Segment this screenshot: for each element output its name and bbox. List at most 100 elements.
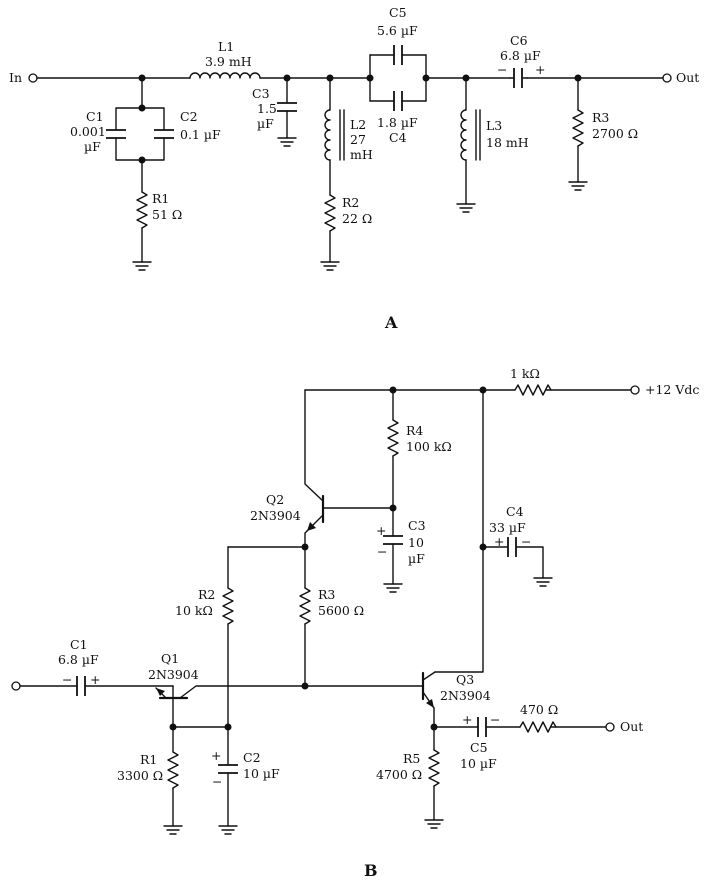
b-c4-name: C4	[506, 504, 524, 519]
a-l3-name: L3	[486, 118, 502, 133]
b-c2-value: 10 µF	[243, 766, 280, 781]
b-r5-value: 4700 Ω	[376, 767, 422, 782]
a-c2-name: C2	[180, 109, 198, 124]
b-r1-resistor	[167, 751, 179, 789]
b-q2-name: Q2	[266, 492, 284, 507]
a-r1-name: R1	[152, 191, 169, 206]
b-c5-value: 10 µF	[460, 756, 497, 771]
b-c4-capacitor	[507, 537, 517, 557]
a-l1-name: L1	[218, 39, 234, 54]
b-c3-value-2: µF	[408, 551, 425, 566]
b-r2-resistor	[222, 587, 234, 625]
a-l1-inductor	[189, 72, 261, 79]
a-c5-capacitor	[393, 45, 403, 65]
a-c6-name: C6	[510, 33, 528, 48]
b-q1-name: Q1	[161, 651, 179, 666]
panel-a: In L1 3.9 mH Out C1 0	[9, 5, 699, 332]
b-r3-resistor	[299, 587, 311, 625]
a-c1-name: C1	[86, 109, 104, 124]
b-r-out-value: 470 Ω	[520, 702, 558, 717]
b-c4-wires	[482, 546, 544, 579]
a-l2-value-1: 27	[350, 132, 366, 147]
b-r2-value: 10 kΩ	[175, 603, 213, 618]
b-ground-c3	[383, 583, 403, 593]
a-l2-value-2: mH	[350, 147, 373, 162]
b-ground-c4	[533, 577, 553, 587]
b-c2-name: C2	[243, 750, 261, 765]
b-r3-name: R3	[318, 587, 335, 602]
b-r5-name: R5	[403, 751, 420, 766]
a-c3-value-1: 1.5	[257, 101, 277, 116]
a-c6-plus: +	[535, 62, 545, 77]
a-ground-2	[277, 137, 297, 147]
a-r2-resistor	[324, 194, 336, 232]
a-l1-value: 3.9 mH	[205, 54, 252, 69]
b-panel-label: B	[364, 861, 378, 880]
a-c5-name: C5	[389, 5, 407, 20]
b-c1-name: C1	[70, 637, 88, 652]
a-r3-value: 2700 Ω	[592, 126, 638, 141]
a-c12-wires	[115, 107, 165, 161]
b-c2-plus: +	[211, 748, 221, 763]
b-c3-capacitor	[383, 535, 403, 545]
a-c4-capacitor	[393, 91, 403, 111]
b-right-rail	[434, 389, 484, 673]
b-input-terminal[interactable]	[11, 681, 21, 691]
a-input-label: In	[9, 70, 22, 85]
a-input-terminal[interactable]	[28, 73, 38, 83]
b-r-out-resistor	[519, 721, 557, 733]
b-r1-value: 3300 Ω	[117, 768, 163, 783]
b-c1-capacitor	[76, 676, 86, 696]
a-r3-name: R3	[592, 110, 609, 125]
b-ground-r1	[163, 825, 183, 835]
b-supply-label: +12 Vdc	[645, 382, 699, 397]
a-output-terminal[interactable]	[662, 73, 672, 83]
panel-b: 1 kΩ +12 Vdc R4 100 kΩ Q2 2N3904 +	[11, 366, 699, 880]
a-c6-capacitor	[509, 68, 528, 88]
b-c5-plus: +	[462, 712, 472, 727]
b-r4-value: 100 kΩ	[406, 439, 452, 454]
a-r2-value: 22 Ω	[342, 211, 372, 226]
a-c2-value: 0.1 µF	[180, 127, 221, 142]
a-c4-name: C4	[389, 130, 407, 145]
a-output-label: Out	[676, 70, 699, 85]
a-l3-value: 18 mH	[486, 135, 529, 150]
a-c4-value: 1.8 µF	[377, 115, 418, 130]
b-q1-part: 2N3904	[148, 667, 199, 682]
a-ground-3	[320, 261, 340, 271]
a-c3-value-2: µF	[257, 116, 274, 131]
a-c1-value-2: µF	[84, 139, 101, 154]
b-supply-terminal[interactable]	[630, 385, 640, 395]
b-c3-value-1: 10	[408, 535, 424, 550]
b-r1-name: R1	[140, 752, 157, 767]
a-c1-value-1: 0.001	[70, 124, 106, 139]
b-r5-resistor	[428, 749, 440, 787]
b-q2-part: 2N3904	[250, 508, 301, 523]
a-l2-name: L2	[350, 117, 366, 132]
a-c6-value: 6.8 µF	[500, 48, 541, 63]
b-c3-name: C3	[408, 518, 426, 533]
a-r1-resistor	[136, 191, 148, 229]
b-r2-name: R2	[198, 587, 215, 602]
b-q3-part: 2N3904	[440, 688, 491, 703]
b-q2-transistor	[304, 389, 394, 532]
a-c1-capacitor	[106, 129, 126, 139]
b-r4-resistor	[387, 419, 399, 457]
a-l2-inductor	[324, 109, 345, 161]
b-ground-c2	[218, 825, 238, 835]
b-c5-minus: −	[490, 712, 500, 727]
b-q3-name: Q3	[456, 672, 474, 687]
b-q3-transistor	[304, 671, 436, 728]
a-c45-verticals	[369, 54, 427, 102]
b-output-terminal[interactable]	[605, 722, 615, 732]
a-c5-value: 5.6 µF	[377, 23, 418, 38]
b-r-supply-value: 1 kΩ	[510, 366, 540, 381]
a-ground-5	[568, 181, 588, 191]
a-l3-inductor	[460, 109, 481, 161]
b-c1-value: 6.8 µF	[58, 652, 99, 667]
b-c5-capacitor	[477, 717, 487, 737]
b-q2-emitter-wire	[304, 530, 308, 548]
a-r2-name: R2	[342, 195, 359, 210]
b-c4-plus: +	[494, 534, 504, 549]
